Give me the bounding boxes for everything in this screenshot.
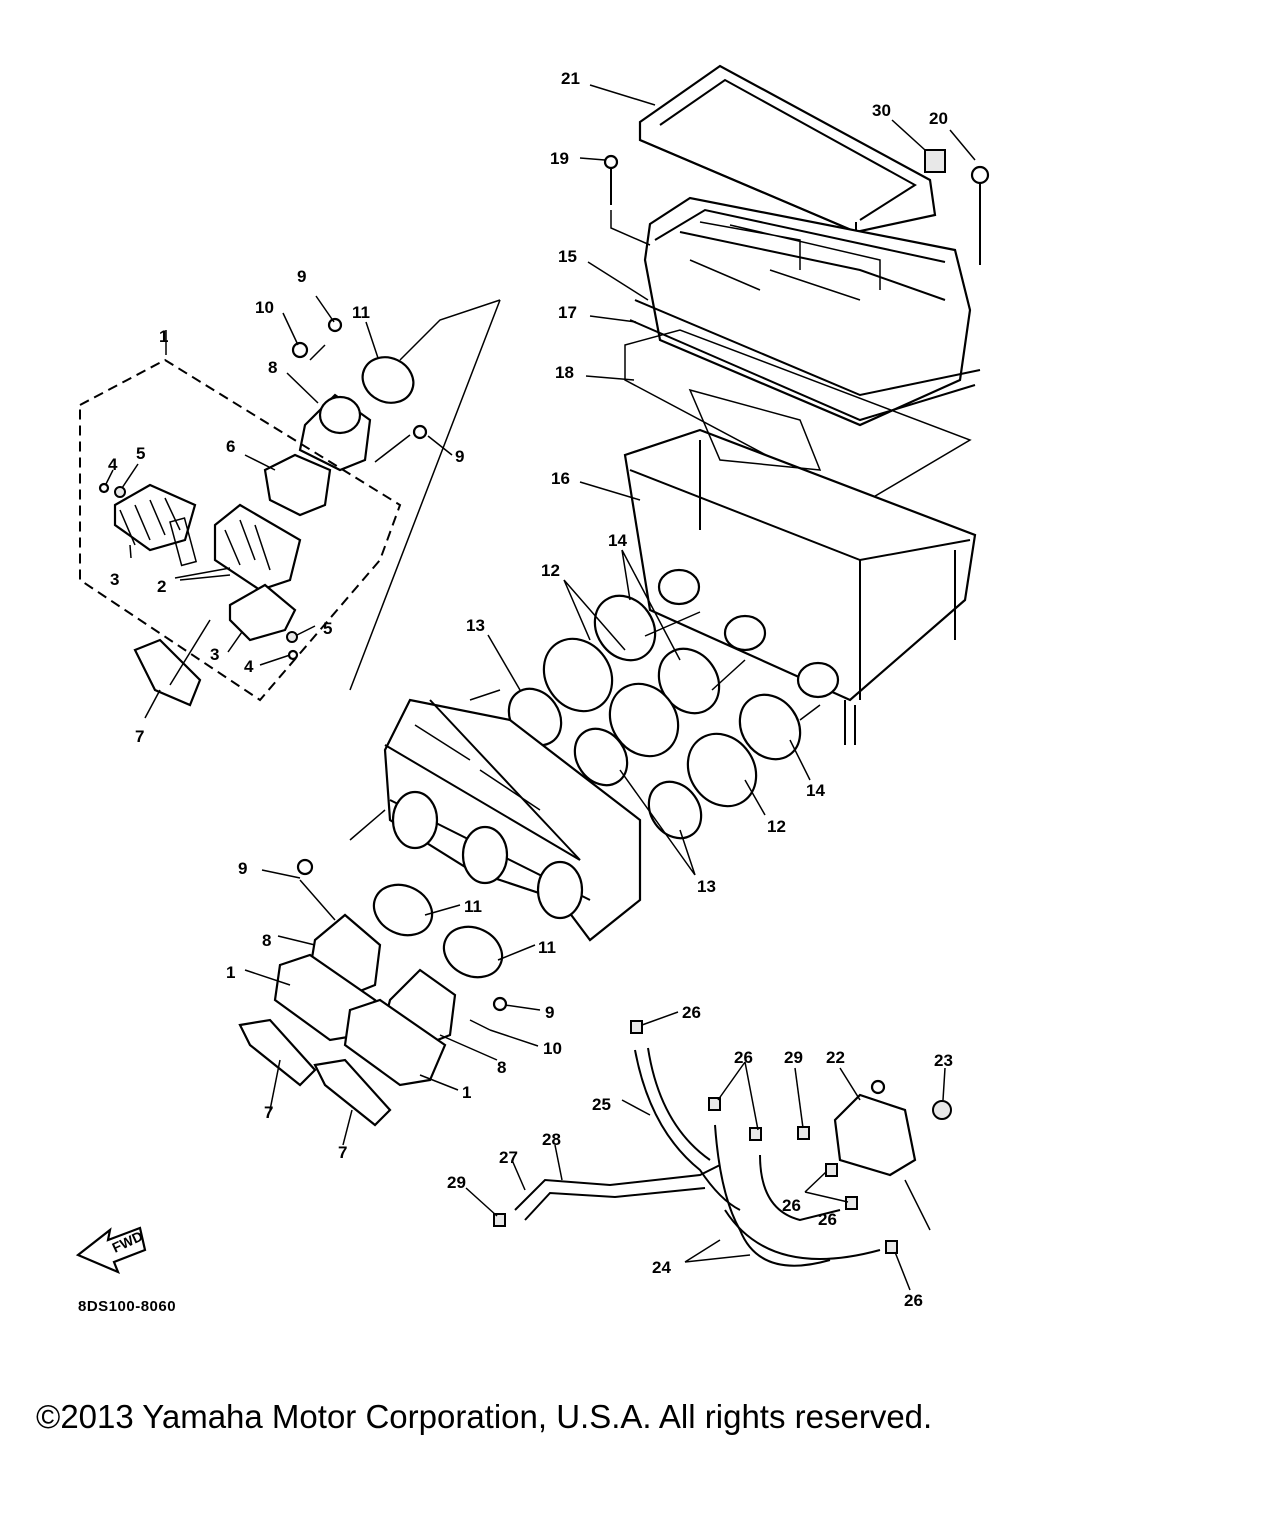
callout-19: 19 — [550, 149, 569, 168]
callout-29-a: 29 — [447, 1173, 466, 1192]
fwd-direction-arrow-icon: FWD — [75, 1226, 147, 1275]
callout-13-b: 13 — [697, 877, 716, 896]
callout-15: 15 — [558, 247, 577, 266]
callout-24: 24 — [652, 1258, 671, 1277]
intake-joints-and-clamps — [507, 594, 821, 840]
callout-11-a: 11 — [352, 303, 370, 322]
callout-25: 25 — [592, 1095, 611, 1114]
callout-8-a: 8 — [268, 358, 277, 377]
callout-9-c: 9 — [238, 859, 247, 878]
leader-lines — [105, 84, 976, 1291]
callout-12-b: 12 — [767, 817, 786, 836]
callout-5-b: 5 — [323, 619, 332, 638]
upper-intake-joint — [291, 299, 501, 472]
callout-29-b: 29 — [784, 1048, 803, 1067]
exploded-parts-diagram: FWD — [75, 64, 990, 1310]
copyright-notice: ©2013 Yamaha Motor Corporation, U.S.A. A… — [36, 1398, 933, 1435]
callout-13-a: 13 — [466, 616, 485, 635]
callout-6: 6 — [226, 437, 235, 456]
callout-22: 22 — [826, 1048, 845, 1067]
figure-code: 8DS100-8060 — [78, 1298, 177, 1315]
callout-26-a: 26 — [682, 1003, 701, 1022]
callout-27: 27 — [499, 1148, 518, 1167]
reed-valve-assembly — [79, 330, 402, 707]
callout-3-a: 3 — [110, 570, 119, 589]
callout-2: 2 — [157, 577, 166, 596]
callout-18: 18 — [555, 363, 574, 382]
callout-1-lower-b: 1 — [462, 1083, 471, 1102]
air-box-assembly — [603, 64, 990, 745]
callout-12-a: 12 — [541, 561, 560, 580]
callout-11-b: 11 — [464, 897, 482, 916]
callout-4-a: 4 — [108, 455, 118, 474]
callout-28: 28 — [542, 1130, 561, 1149]
callout-23: 23 — [934, 1051, 953, 1070]
callout-21: 21 — [561, 69, 580, 88]
callout-7-a: 7 — [135, 727, 144, 746]
callout-26-c: 26 — [782, 1196, 801, 1215]
part-callouts: 1 1 1 2 3 3 4 4 5 5 6 7 7 7 8 8 8 9 9 9 … — [108, 69, 953, 1310]
lower-intake-joints — [238, 858, 508, 1127]
fuel-pump-and-hoses — [493, 1020, 952, 1267]
callout-10-a: 10 — [255, 298, 274, 317]
callout-7-b: 7 — [264, 1103, 273, 1122]
callout-26-d: 26 — [904, 1291, 923, 1310]
callout-10-b: 10 — [543, 1039, 562, 1058]
callout-8-b: 8 — [262, 931, 271, 950]
callout-8-c: 8 — [497, 1058, 506, 1077]
callout-14-a: 14 — [608, 531, 627, 550]
callout-30: 30 — [872, 101, 891, 120]
callout-16: 16 — [551, 469, 570, 488]
callout-9-b: 9 — [455, 447, 464, 466]
callout-4-b: 4 — [244, 657, 254, 676]
callout-1-lower-a: 1 — [226, 963, 235, 982]
callout-3-b: 3 — [210, 645, 219, 664]
callout-5-a: 5 — [136, 444, 145, 463]
callout-26-b: 26 — [734, 1048, 753, 1067]
callout-7-c: 7 — [338, 1143, 347, 1162]
callout-20: 20 — [929, 109, 948, 128]
callout-9-a: 9 — [297, 267, 306, 286]
carburetor-bank — [349, 299, 642, 942]
callout-17: 17 — [558, 303, 577, 322]
callout-14-b: 14 — [806, 781, 825, 800]
callout-9-d: 9 — [545, 1003, 554, 1022]
callout-11-c: 11 — [538, 938, 556, 957]
callout-1-reed-group: 1 — [159, 327, 168, 346]
callout-26-e: 26 — [818, 1210, 837, 1229]
